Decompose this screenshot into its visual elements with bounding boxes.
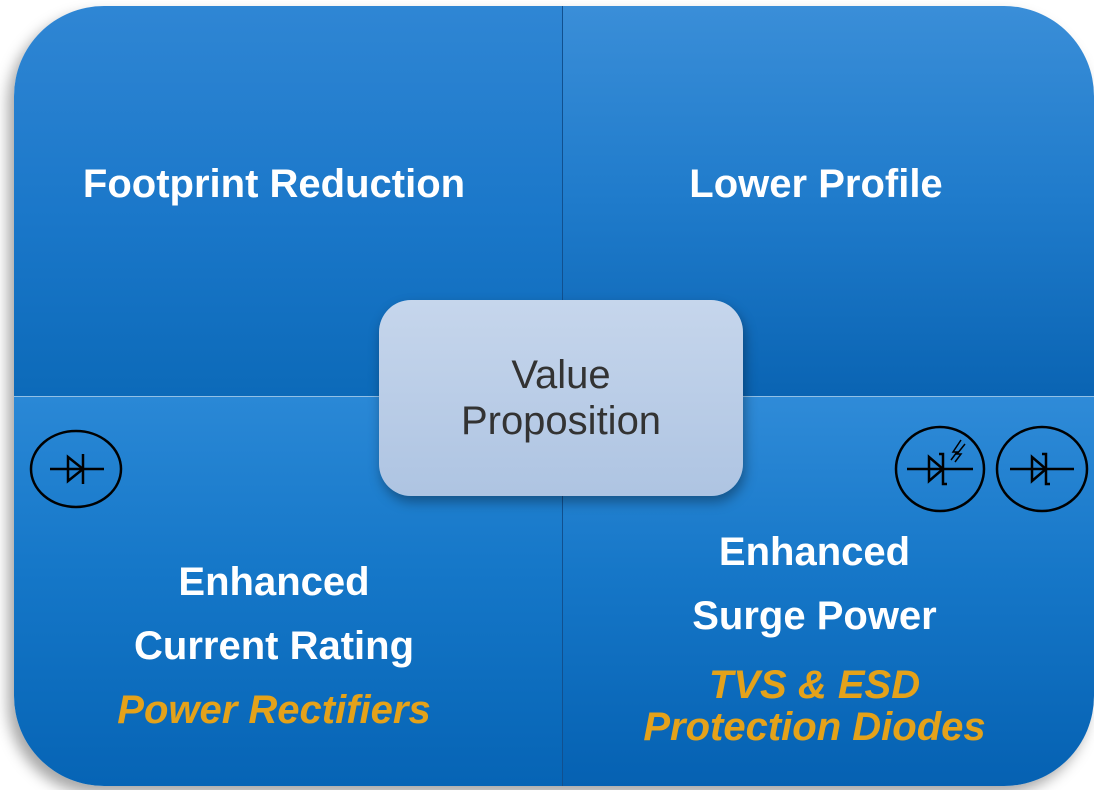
title-line-2: Surge Power <box>692 594 937 638</box>
title-line-2: Current Rating <box>134 624 414 668</box>
center-line-1: Value <box>511 353 611 397</box>
zener-diode-icon <box>995 425 1089 513</box>
subtitle-line-1: TVS & ESD <box>708 663 921 707</box>
title-line-1: Enhanced <box>718 530 911 574</box>
value-proposition-box: Value Proposition <box>379 300 743 496</box>
enhanced-current-rating-title: Enhanced Current Rating <box>0 550 548 678</box>
footprint-reduction-title: Footprint Reduction <box>82 162 466 206</box>
rectifier-diode-icon <box>29 429 123 509</box>
tvs-diode-icon <box>894 425 986 513</box>
subtitle-line-2: Protection Diodes <box>643 705 986 749</box>
tvs-esd-subtitle: TVS & ESD Protection Diodes <box>549 664 1080 748</box>
lower-profile-title: Lower Profile <box>689 162 943 206</box>
center-line-2: Proposition <box>460 399 662 443</box>
enhanced-surge-power-title: Enhanced Surge Power <box>549 520 1080 648</box>
power-rectifiers-subtitle: Power Rectifiers <box>117 688 431 732</box>
value-proposition-label: Value Proposition <box>461 352 661 444</box>
title-line-1: Enhanced <box>178 560 370 604</box>
